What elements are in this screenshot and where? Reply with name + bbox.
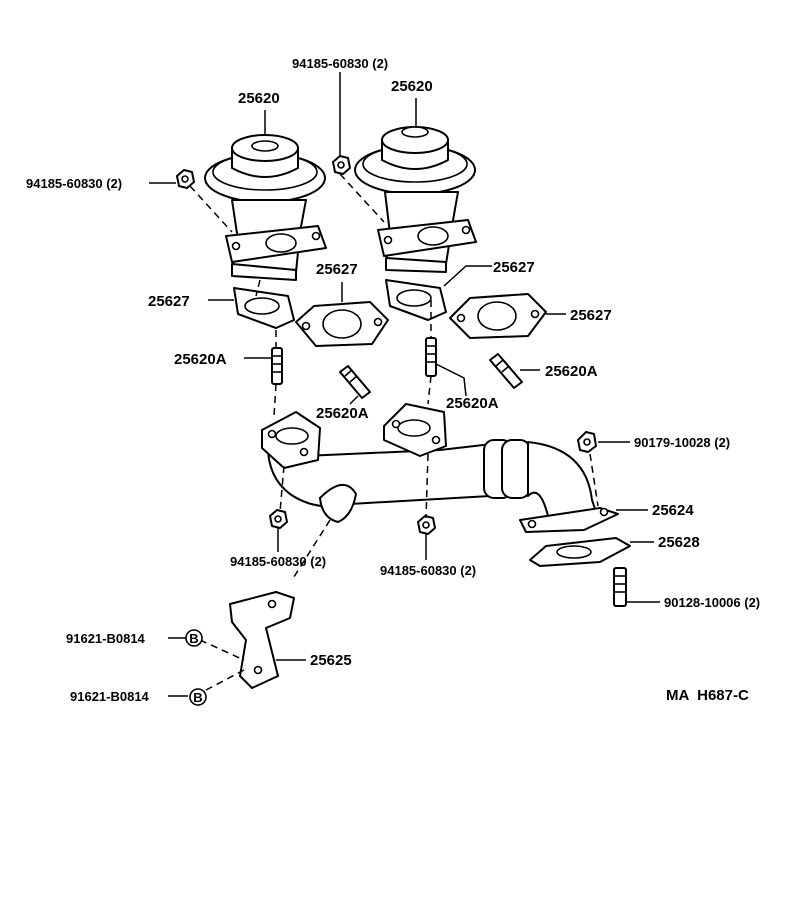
stud-mid[interactable] [339, 365, 371, 399]
pipe-gasket[interactable] [529, 537, 631, 567]
label-stud-right: 25620A [545, 363, 598, 380]
label-gasket-mid: 25627 [316, 261, 358, 278]
label-egr-valve-right: 25620 [391, 78, 433, 95]
leader-lines [149, 72, 660, 697]
bracket[interactable] [229, 591, 295, 689]
gasket-right[interactable] [449, 293, 547, 339]
gasket-right-upper[interactable] [385, 279, 447, 321]
bolt-marker-upper[interactable]: B [185, 629, 203, 647]
label-nut-top: 94185-60830 (2) [292, 56, 388, 71]
stud-right[interactable] [489, 353, 523, 389]
label-stud-mid: 25620A [316, 405, 369, 422]
stud-center[interactable] [425, 337, 437, 377]
label-stud-left: 25620A [174, 351, 227, 368]
label-union-nut: 90179-10028 (2) [634, 435, 730, 450]
bolt-marker-lower-label: B [193, 690, 202, 705]
part-labels: 25620 25620 94185-60830 (2) 94185-60830 … [26, 56, 760, 704]
label-egr-valve-left: 25620 [238, 90, 280, 107]
union-nut[interactable] [577, 431, 597, 453]
gasket-left[interactable] [233, 287, 295, 329]
label-stud-center: 25620A [446, 395, 499, 412]
assembly-lines [189, 173, 599, 691]
label-bolt-lower: 91621-B0814 [70, 689, 150, 704]
label-pipe: 25624 [652, 502, 694, 519]
nut-bottom-left[interactable] [269, 509, 288, 529]
diagram-code: MA H687-C [666, 687, 749, 704]
label-gasket-left: 25627 [148, 293, 190, 310]
nut-bottom-mid[interactable] [417, 515, 436, 535]
egr-pipe[interactable] [261, 403, 619, 533]
bolt-marker-upper-label: B [189, 631, 198, 646]
nut-top[interactable] [332, 155, 351, 175]
label-bolt-upper: 91621-B0814 [66, 631, 146, 646]
egr-valve-right[interactable] [354, 126, 477, 273]
label-nut-bottom-left: 94185-60830 (2) [230, 554, 326, 569]
label-pipe-gasket: 25628 [658, 534, 700, 551]
label-nut-left: 94185-60830 (2) [26, 176, 122, 191]
label-gasket-right-upper: 25627 [493, 259, 535, 276]
bolt-marker-lower[interactable]: B [189, 688, 207, 706]
label-gasket-right: 25627 [570, 307, 612, 324]
pipe-stud[interactable] [613, 567, 627, 607]
label-nut-bottom-mid: 94185-60830 (2) [380, 563, 476, 578]
egr-valve-left[interactable] [204, 134, 327, 281]
nut-left[interactable] [176, 169, 195, 189]
stud-left[interactable] [271, 347, 283, 385]
label-pipe-stud: 90128-10006 (2) [664, 595, 760, 610]
label-bracket: 25625 [310, 652, 352, 669]
gasket-mid[interactable] [295, 301, 389, 347]
